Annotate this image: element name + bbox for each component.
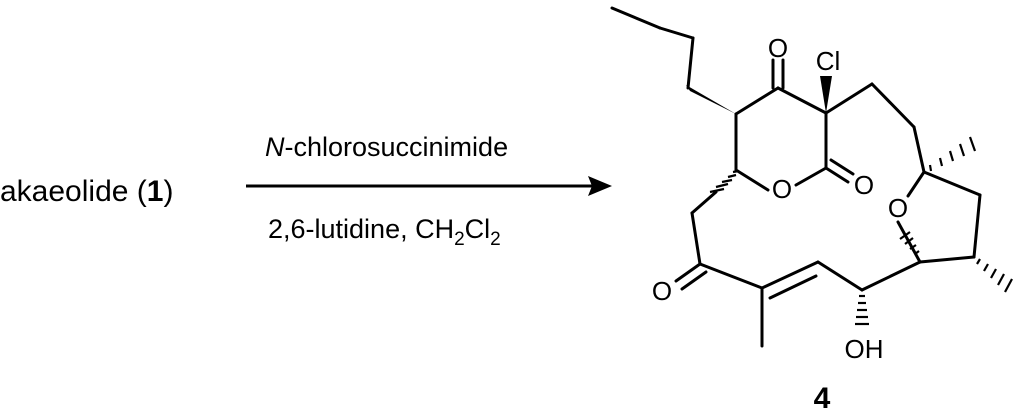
ether-oxygen: O [888, 193, 908, 223]
lactone-carbonyl-oxygen: O [854, 170, 874, 200]
chlorine-atom: Cl [816, 46, 841, 76]
reagent-name: -chlorosuccinimide [285, 132, 509, 162]
product-structure: O Cl O O [610, 6, 1013, 364]
ketone-oxygen: O [768, 33, 788, 63]
hashed-methyl-ring [976, 258, 1013, 293]
upper-chain [824, 82, 926, 174]
conditions-label: 2,6-lutidine, CH2Cl2 [268, 214, 501, 250]
hashed-bond-hydroxyl [855, 294, 869, 326]
macrocycle-chain [690, 190, 976, 292]
reactant-close: ) [163, 175, 173, 208]
lactone-ring [734, 86, 828, 192]
reactant-number: 1 [147, 175, 164, 208]
conditions-part2: Cl [465, 214, 491, 244]
ketone-double-bond [771, 58, 785, 90]
reactant-name: akaeolide ( [0, 175, 147, 208]
reactant-label: akaeolide (1) [0, 175, 173, 208]
lactone-carbonyl-double-bond [824, 158, 855, 184]
enone-oxygen: O [652, 276, 672, 306]
reagent-label: N-chlorosuccinimide [265, 132, 508, 162]
wedge-bond-chlorine [820, 76, 832, 113]
propyl-chain [610, 6, 695, 90]
lactone-ring-oxygen: O [772, 174, 792, 204]
conditions-sub1: 2 [454, 229, 465, 250]
hashed-bond-c5 [709, 169, 740, 194]
hydroxyl-group: OH [845, 334, 884, 364]
enone-double-bond [674, 262, 708, 291]
product-number: 4 [814, 382, 831, 413]
wedge-bond-propyl [686, 85, 736, 114]
reaction-arrow [246, 176, 612, 196]
conditions-sub2: 2 [490, 229, 501, 250]
alkene-inner-line [768, 274, 818, 300]
reagent-prefix: N [265, 132, 285, 162]
conditions-part1: 2,6-lutidine, CH [268, 214, 454, 244]
hashed-bond-ring-junction [899, 231, 920, 255]
hashed-methyl-quaternary [928, 136, 977, 172]
